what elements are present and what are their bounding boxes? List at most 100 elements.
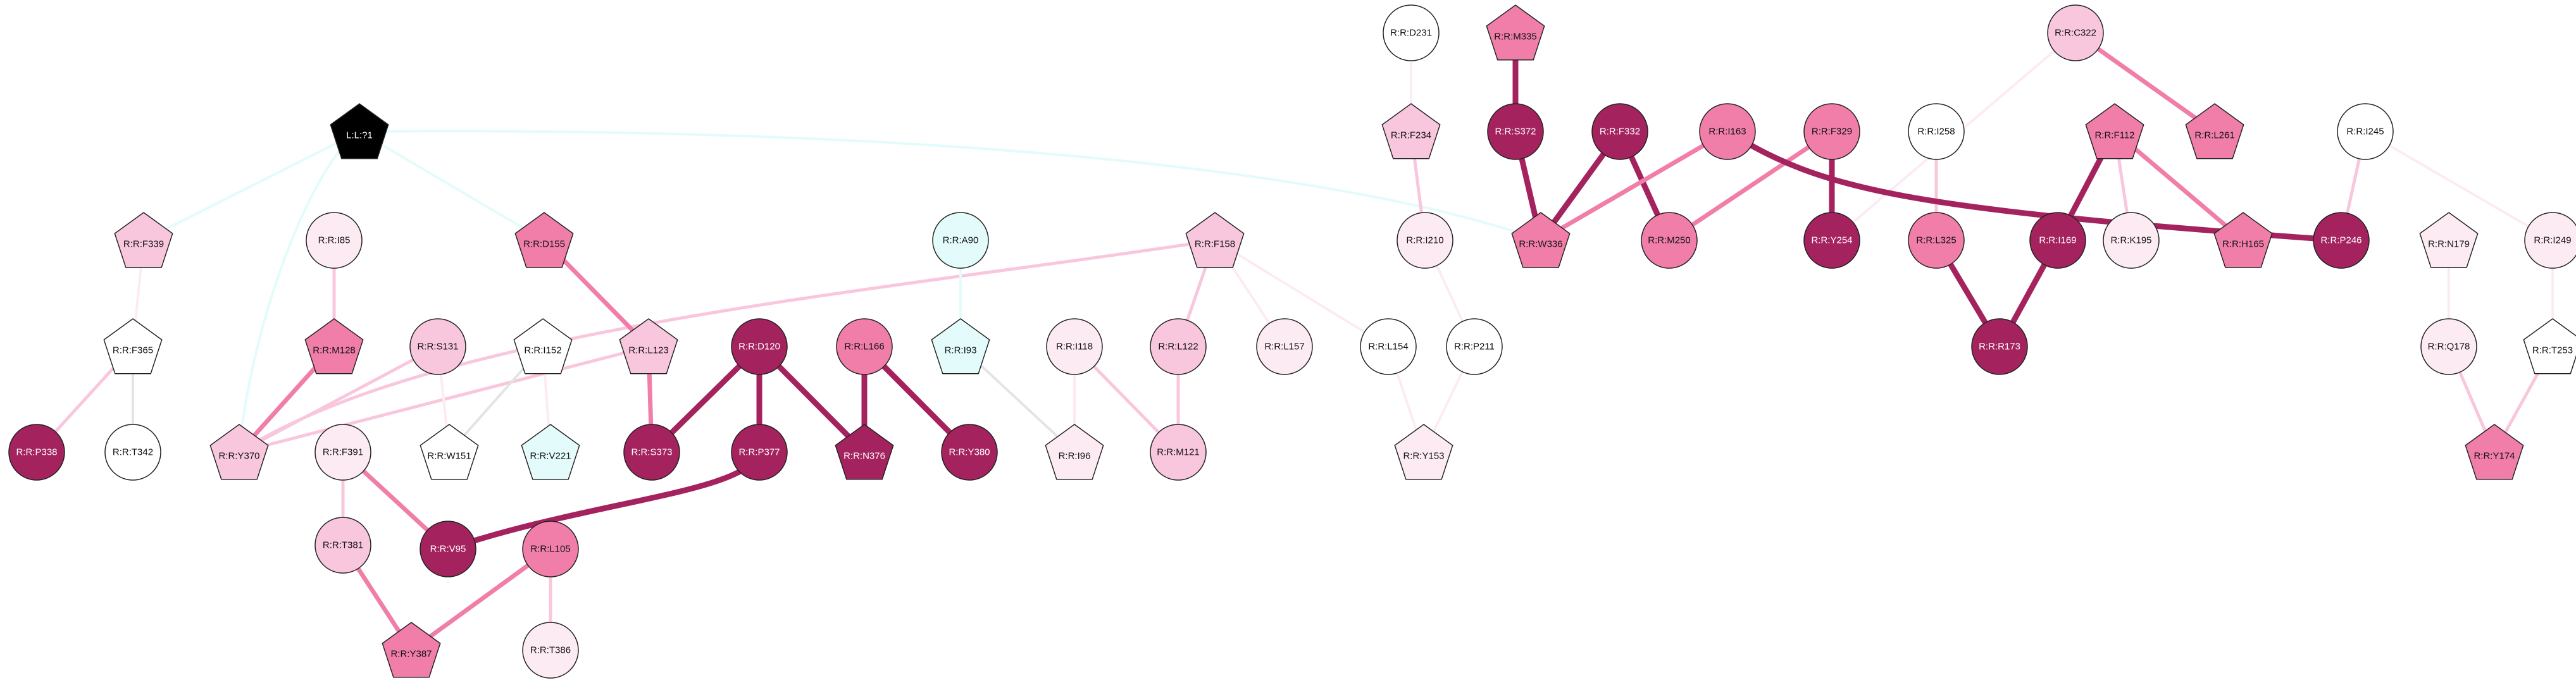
node-r-r-y254[interactable]: R:R:Y254	[1803, 212, 1860, 269]
edge-r-r-f158-to-r-r-y370	[237, 238, 1217, 454]
node-r-r-h165[interactable]: R:R:H165	[2213, 212, 2273, 268]
node-r-r-i152[interactable]: R:R:I152	[513, 318, 573, 374]
pentagon-node-shape	[619, 318, 678, 374]
node-r-r-p338[interactable]: R:R:P338	[8, 424, 65, 481]
node-label: R:R:D231	[1390, 28, 1432, 39]
pentagon-node-shape	[2523, 318, 2576, 374]
node-r-r-y387[interactable]: R:R:Y387	[382, 622, 441, 678]
node-r-r-w336[interactable]: R:R:W336	[1511, 212, 1571, 268]
node-r-r-s372[interactable]: R:R:S372	[1487, 103, 1544, 160]
circle-node-shape	[1971, 318, 2028, 375]
node-r-r-r173[interactable]: R:R:R173	[1971, 318, 2028, 375]
node-r-r-y380[interactable]: R:R:Y380	[941, 424, 998, 481]
node-r-r-k195[interactable]: R:R:K195	[2103, 212, 2160, 269]
node-r-r-i169[interactable]: R:R:I169	[2029, 212, 2086, 269]
node-r-r-n376[interactable]: R:R:N376	[835, 424, 894, 480]
node-r-r-f339[interactable]: R:R:F339	[114, 212, 173, 268]
node-r-r-t386[interactable]: R:R:T386	[522, 622, 579, 679]
node-label: R:R:M335	[1494, 32, 1537, 42]
circle-node-shape	[2029, 212, 2086, 269]
node-r-r-i245[interactable]: R:R:I245	[2337, 103, 2394, 160]
node-label: R:R:I169	[2039, 235, 2076, 246]
node-r-r-d231[interactable]: R:R:D231	[1383, 4, 1440, 61]
node-r-r-i249[interactable]: R:R:I249	[2524, 212, 2576, 269]
circle-node-shape	[836, 318, 893, 375]
node-r-r-c322[interactable]: R:R:C322	[2047, 4, 2104, 61]
node-r-r-n179[interactable]: R:R:N179	[2419, 212, 2479, 268]
node-r-r-l123[interactable]: R:R:L123	[619, 318, 678, 374]
node-label: R:R:T386	[530, 645, 571, 656]
pentagon-node-shape	[1381, 103, 1441, 159]
node-r-r-m250[interactable]: R:R:M250	[1641, 212, 1698, 269]
node-r-r-l157[interactable]: R:R:L157	[1256, 318, 1313, 375]
node-r-r-p211[interactable]: R:R:P211	[1446, 318, 1503, 375]
node-r-r-p377[interactable]: R:R:P377	[731, 424, 788, 481]
pentagon-node-shape	[514, 212, 574, 268]
node-r-r-i163[interactable]: R:R:I163	[1699, 103, 1756, 160]
circle-node-shape	[1487, 103, 1544, 160]
node-r-r-t342[interactable]: R:R:T342	[104, 424, 161, 481]
circle-node-shape	[314, 424, 371, 481]
node-r-r-m121[interactable]: R:R:M121	[1150, 424, 1207, 481]
pentagon-node-shape	[330, 103, 389, 159]
node-r-r-t381[interactable]: R:R:T381	[314, 517, 371, 574]
node-r-r-l166[interactable]: R:R:L166	[836, 318, 893, 375]
node-label: R:R:T342	[113, 447, 153, 458]
node-r-r-v221[interactable]: R:R:V221	[521, 424, 580, 480]
node-r-r-i96[interactable]: R:R:I96	[1045, 424, 1104, 480]
pentagon-node-shape	[2185, 103, 2244, 159]
node-r-r-f112[interactable]: R:R:F112	[2085, 103, 2144, 159]
node-r-r-l154[interactable]: R:R:L154	[1360, 318, 1417, 375]
node-label: L:L:?1	[346, 130, 373, 141]
node-r-r-y174[interactable]: R:R:Y174	[2465, 424, 2524, 480]
node-r-r-t253[interactable]: R:R:T253	[2523, 318, 2576, 374]
node-label: R:R:L154	[1368, 342, 1408, 352]
node-r-r-i258[interactable]: R:R:I258	[1908, 103, 1965, 160]
node-label: R:R:F329	[1812, 127, 1852, 137]
node-r-r-y153[interactable]: R:R:Y153	[1394, 424, 1453, 480]
circle-node-shape	[1256, 318, 1313, 375]
node-r-r-v95[interactable]: R:R:V95	[420, 521, 476, 577]
node-r-r-f332[interactable]: R:R:F332	[1591, 103, 1648, 160]
node-r-r-i93[interactable]: R:R:I93	[931, 318, 990, 374]
pentagon-node-shape	[521, 424, 580, 480]
pentagon-node-shape	[114, 212, 173, 268]
node-r-r-s373[interactable]: R:R:S373	[623, 424, 680, 481]
node-r-r-l105[interactable]: R:R:L105	[522, 521, 579, 577]
node-label: R:R:Y370	[218, 451, 259, 462]
node-r-r-w151[interactable]: R:R:W151	[420, 424, 479, 480]
node-label: R:R:V221	[530, 451, 571, 462]
node-r-r-q178[interactable]: R:R:Q178	[2420, 318, 2477, 375]
circle-node-shape	[731, 424, 788, 481]
node-r-r-s131[interactable]: R:R:S131	[409, 318, 466, 375]
node-label: R:R:Y174	[2473, 451, 2515, 462]
node-r-r-d120[interactable]: R:R:D120	[731, 318, 788, 375]
node-r-r-l325[interactable]: R:R:L325	[1908, 212, 1965, 269]
node-r-r-f329[interactable]: R:R:F329	[1803, 103, 1860, 160]
pentagon-node-shape	[1394, 424, 1453, 480]
node-r-r-i118[interactable]: R:R:I118	[1046, 318, 1103, 375]
node-r-r-l122[interactable]: R:R:L122	[1150, 318, 1207, 375]
circle-node-shape	[623, 424, 680, 481]
node-r-r-p246[interactable]: R:R:P246	[2313, 212, 2370, 269]
node-r-r-f234[interactable]: R:R:F234	[1381, 103, 1441, 159]
node-label: R:R:I258	[1917, 127, 1955, 137]
node-r-r-a90[interactable]: R:R:A90	[932, 212, 989, 269]
node-label: R:R:L105	[530, 544, 570, 555]
node-r-r-i85[interactable]: R:R:I85	[306, 212, 363, 269]
node-r-r-m128[interactable]: R:R:M128	[304, 318, 364, 374]
node-r-r-l261[interactable]: R:R:L261	[2185, 103, 2244, 159]
circle-node-shape	[522, 521, 579, 577]
node-r-r-y370[interactable]: R:R:Y370	[209, 424, 269, 480]
node-r-r-i210[interactable]: R:R:I210	[1397, 212, 1453, 269]
node-r-r-f391[interactable]: R:R:F391	[314, 424, 371, 481]
node-r-r-f365[interactable]: R:R:F365	[103, 318, 163, 374]
node-r-r-f158[interactable]: R:R:F158	[1185, 212, 1245, 268]
node-label: R:R:L123	[628, 345, 668, 356]
node-r-r-d155[interactable]: R:R:D155	[514, 212, 574, 268]
node-l-l-1[interactable]: L:L:?1	[330, 103, 389, 159]
node-r-r-m335[interactable]: R:R:M335	[1486, 4, 1545, 61]
circle-node-shape	[2047, 4, 2104, 61]
edge-r-r-f112-to-r-r-h165	[2112, 129, 2246, 243]
